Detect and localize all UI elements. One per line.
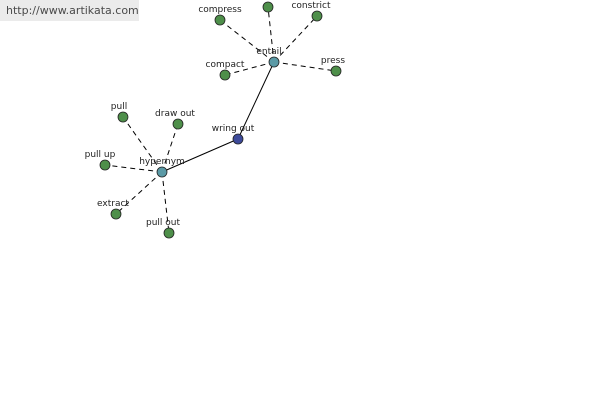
node-dot-pull-up[interactable] xyxy=(99,159,111,171)
node-pull-out[interactable]: pull out xyxy=(146,218,180,239)
node-dot-compress[interactable] xyxy=(214,14,226,26)
node-dot-entail[interactable] xyxy=(268,56,280,68)
node-label-draw-out[interactable]: draw out xyxy=(155,109,195,119)
edge-hypernym-pull xyxy=(122,116,163,173)
node-pull[interactable]: pull xyxy=(111,102,129,123)
edge-wring-out-hypernym xyxy=(161,138,239,173)
node-extract[interactable]: extract xyxy=(97,199,129,220)
node-dot-press[interactable] xyxy=(330,65,342,77)
node-top[interactable] xyxy=(262,1,274,13)
node-press[interactable]: press xyxy=(321,56,345,77)
node-dot-constrict[interactable] xyxy=(311,10,323,22)
url-banner[interactable]: http://www.artikata.com xyxy=(0,0,139,21)
node-label-pull-up[interactable]: pull up xyxy=(85,150,116,160)
node-dot-pull[interactable] xyxy=(117,111,129,123)
node-label-compact[interactable]: compact xyxy=(206,60,245,70)
node-pull-up[interactable]: pull up xyxy=(85,150,116,171)
edge-wring-out-entail xyxy=(237,61,275,140)
node-draw-out[interactable]: draw out xyxy=(155,109,195,130)
node-dot-hypernym[interactable] xyxy=(156,166,168,178)
node-label-pull-out[interactable]: pull out xyxy=(146,218,180,228)
edge-entail-top xyxy=(267,6,275,63)
edge-hypernym-extract xyxy=(115,171,163,215)
node-dot-wring-out[interactable] xyxy=(232,133,244,145)
node-label-wring-out[interactable]: wring out xyxy=(212,124,255,134)
node-label-hypernym[interactable]: hypernym xyxy=(139,157,185,167)
edge-hypernym-pull-up xyxy=(104,164,163,173)
node-entail[interactable]: entail xyxy=(256,47,282,68)
node-label-press[interactable]: press xyxy=(321,56,345,66)
node-label-compress[interactable]: compress xyxy=(198,5,242,15)
edge-hypernym-pull-out xyxy=(161,171,170,234)
node-wring-out[interactable]: wring out xyxy=(212,124,255,145)
node-dot-extract[interactable] xyxy=(110,208,122,220)
graph-nodes: wring out entail hypernym compress constrict… xyxy=(85,1,345,239)
node-hypernym[interactable]: hypernym xyxy=(139,157,185,178)
node-constrict[interactable]: constrict xyxy=(291,1,331,22)
edge-entail-press xyxy=(273,61,337,72)
node-compact[interactable]: compact xyxy=(206,60,245,81)
node-label-extract[interactable]: extract xyxy=(97,199,129,209)
edge-entail-constrict xyxy=(273,15,318,63)
node-dot-top[interactable] xyxy=(262,1,274,13)
node-dot-pull-out[interactable] xyxy=(163,227,175,239)
edge-entail-compress xyxy=(219,19,275,63)
graph-edges xyxy=(104,6,337,234)
node-compress[interactable]: compress xyxy=(198,5,242,26)
node-label-entail[interactable]: entail xyxy=(256,47,281,57)
node-label-constrict[interactable]: constrict xyxy=(291,1,331,11)
node-label-pull[interactable]: pull xyxy=(111,102,127,112)
node-dot-draw-out[interactable] xyxy=(172,118,184,130)
node-dot-compact[interactable] xyxy=(219,69,231,81)
